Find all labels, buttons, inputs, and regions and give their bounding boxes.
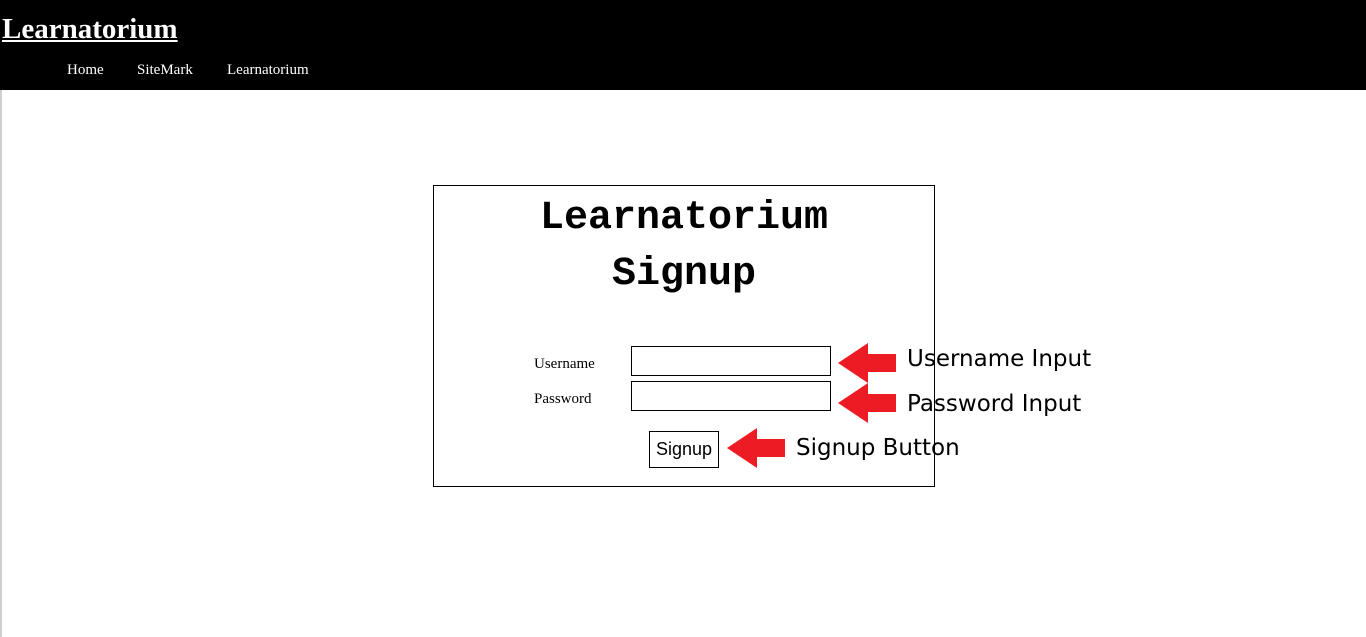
nav-learnatorium-link[interactable]: Learnatorium xyxy=(227,62,309,78)
left-arrow-icon xyxy=(727,428,785,468)
form-title-line1: Learnatorium xyxy=(539,196,829,241)
site-title-link[interactable]: Learnatorium xyxy=(2,13,178,45)
signup-button-annotation: Signup Button xyxy=(796,435,960,461)
page-left-edge xyxy=(0,90,2,637)
left-arrow-icon xyxy=(838,343,896,383)
left-arrow-icon xyxy=(838,383,896,423)
password-input[interactable] xyxy=(631,381,831,411)
username-input-annotation: Username Input xyxy=(907,346,1092,372)
username-label: Username xyxy=(534,356,595,372)
signup-button[interactable]: Signup xyxy=(649,431,719,468)
nav-sitemark-link[interactable]: SiteMark xyxy=(137,62,193,78)
password-label: Password xyxy=(534,391,592,407)
form-title: Learnatorium Signup xyxy=(434,191,934,303)
form-title-line2: Signup xyxy=(611,252,757,297)
password-input-annotation: Password Input xyxy=(907,391,1082,417)
username-input[interactable] xyxy=(631,346,831,376)
signup-form: Learnatorium Signup Username Password Si… xyxy=(433,185,935,487)
site-header: Learnatorium Home SiteMark Learnatorium xyxy=(0,0,1366,90)
nav-home-link[interactable]: Home xyxy=(67,62,104,78)
